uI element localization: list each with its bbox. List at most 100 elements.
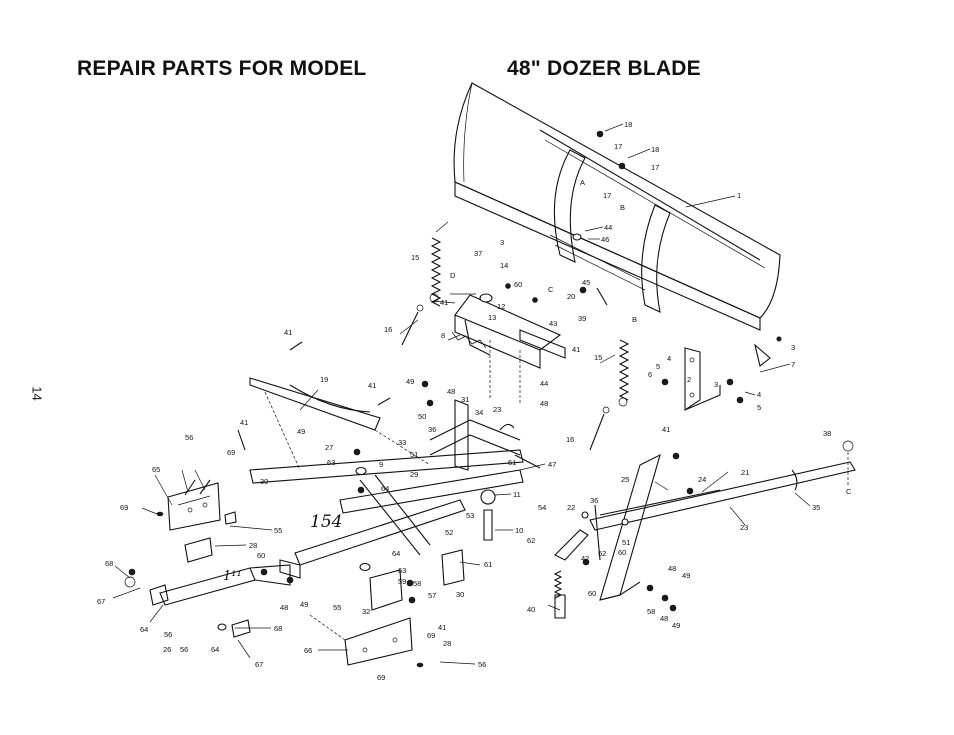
callout-56: 56 — [164, 630, 172, 639]
push-arm — [589, 440, 856, 601]
callout-B: B — [620, 203, 625, 212]
callout-26: 26 — [163, 645, 171, 654]
dozer-blade — [453, 82, 781, 331]
title-left: REPAIR PARTS FOR MODEL — [77, 57, 367, 80]
callout-3: 3 — [791, 343, 795, 352]
callout-35: 35 — [812, 503, 820, 512]
callout-17: 17 — [603, 191, 611, 200]
callout-41: 41 — [284, 328, 292, 337]
title-right: 48" DOZER BLADE — [507, 57, 701, 80]
callout-55: 55 — [333, 603, 341, 612]
callout-32: 32 — [362, 607, 370, 616]
callout-49: 49 — [406, 377, 414, 386]
mount-plate-left — [167, 482, 237, 563]
callout-41: 41 — [240, 418, 248, 427]
callout-23: 23 — [493, 405, 501, 414]
callout-67: 67 — [97, 597, 105, 606]
callout-40: 40 — [527, 605, 535, 614]
callout-19: 19 — [320, 375, 328, 384]
callout-15: 15 — [411, 253, 419, 262]
callout-69: 69 — [377, 673, 385, 682]
callout-49: 49 — [682, 571, 690, 580]
callout-60: 60 — [257, 551, 265, 560]
callout-63: 63 — [327, 458, 335, 467]
callout-63: 63 — [398, 566, 406, 575]
callout-7: 7 — [791, 360, 795, 369]
callout-69: 69 — [427, 631, 435, 640]
callout-68: 68 — [105, 559, 113, 568]
callout-16: 16 — [566, 435, 574, 444]
callout-51: 51 — [410, 450, 418, 459]
callout-41: 41 — [572, 345, 580, 354]
callout-45: 45 — [582, 278, 590, 287]
callout-C: C — [846, 487, 852, 496]
callout-39: 39 — [578, 314, 586, 323]
callout-15: 15 — [594, 353, 602, 362]
side-bracket — [684, 336, 782, 412]
callout-55: 55 — [274, 526, 282, 535]
callout-30: 30 — [260, 477, 268, 486]
callout-23: 23 — [740, 523, 748, 532]
callout-66: 66 — [304, 646, 312, 655]
spring-right — [618, 339, 630, 407]
main-frame — [249, 449, 524, 579]
callout-2: 2 — [687, 375, 691, 384]
callout-64: 64 — [140, 625, 148, 634]
callout-10: 10 — [515, 526, 523, 535]
callout-18: 18 — [651, 145, 659, 154]
callout-60: 60 — [514, 280, 522, 289]
callout-30: 30 — [456, 590, 464, 599]
callout-36: 36 — [428, 425, 436, 434]
callout-67: 67 — [255, 660, 263, 669]
callout-47: 47 — [548, 460, 556, 469]
callout-56: 56 — [478, 660, 486, 669]
callout-D: D — [450, 271, 456, 280]
callout-34: 34 — [475, 408, 483, 417]
callout-17: 17 — [614, 142, 622, 151]
callout-64: 64 — [392, 549, 400, 558]
spring-left — [429, 221, 449, 307]
mount-plate-bottom — [309, 549, 465, 666]
callout-5: 5 — [757, 403, 761, 412]
callout-52: 52 — [445, 528, 453, 537]
callout-9: 9 — [379, 460, 383, 469]
leader-lines — [112, 123, 811, 665]
callout-3: 3 — [714, 380, 718, 389]
callout-65: 65 — [152, 465, 160, 474]
callout-54: 54 — [538, 503, 546, 512]
callout-33: 33 — [398, 438, 406, 447]
callout-24: 24 — [698, 475, 706, 484]
callout-labels: 18 17 18 17 A 17 B 1 44 46 3 15 37 D 14 … — [97, 120, 852, 682]
callout-43: 43 — [549, 319, 557, 328]
callout-60: 60 — [618, 548, 626, 557]
callout-49: 49 — [672, 621, 680, 630]
callout-11: 11 — [513, 490, 521, 499]
callout-4: 4 — [667, 354, 671, 363]
callout-62: 62 — [527, 536, 535, 545]
lift-frame — [451, 294, 566, 405]
callout-38: 38 — [823, 429, 831, 438]
callout-4: 4 — [757, 390, 761, 399]
callout-44: 44 — [540, 379, 548, 388]
callout-61: 61 — [508, 458, 516, 467]
callout-B: B — [632, 315, 637, 324]
callout-36: 36 — [590, 496, 598, 505]
callout-68: 68 — [274, 624, 282, 633]
callout-6: 6 — [648, 370, 652, 379]
callout-49: 49 — [300, 600, 308, 609]
callout-56: 56 — [185, 433, 193, 442]
eyebolts — [401, 304, 610, 451]
callout-28: 28 — [443, 639, 451, 648]
callout-48: 48 — [668, 564, 676, 573]
callout-16: 16 — [384, 325, 392, 334]
lift-arm — [249, 377, 431, 471]
callout-41: 41 — [440, 298, 448, 307]
callout-25: 25 — [621, 475, 629, 484]
callout-13: 13 — [488, 313, 496, 322]
callout-51: 51 — [622, 538, 630, 547]
callout-12: 12 — [497, 302, 505, 311]
callout-48: 48 — [660, 614, 668, 623]
callout-49: 49 — [297, 427, 305, 436]
callout-31: 31 — [461, 395, 469, 404]
callout-C: C — [548, 285, 554, 294]
